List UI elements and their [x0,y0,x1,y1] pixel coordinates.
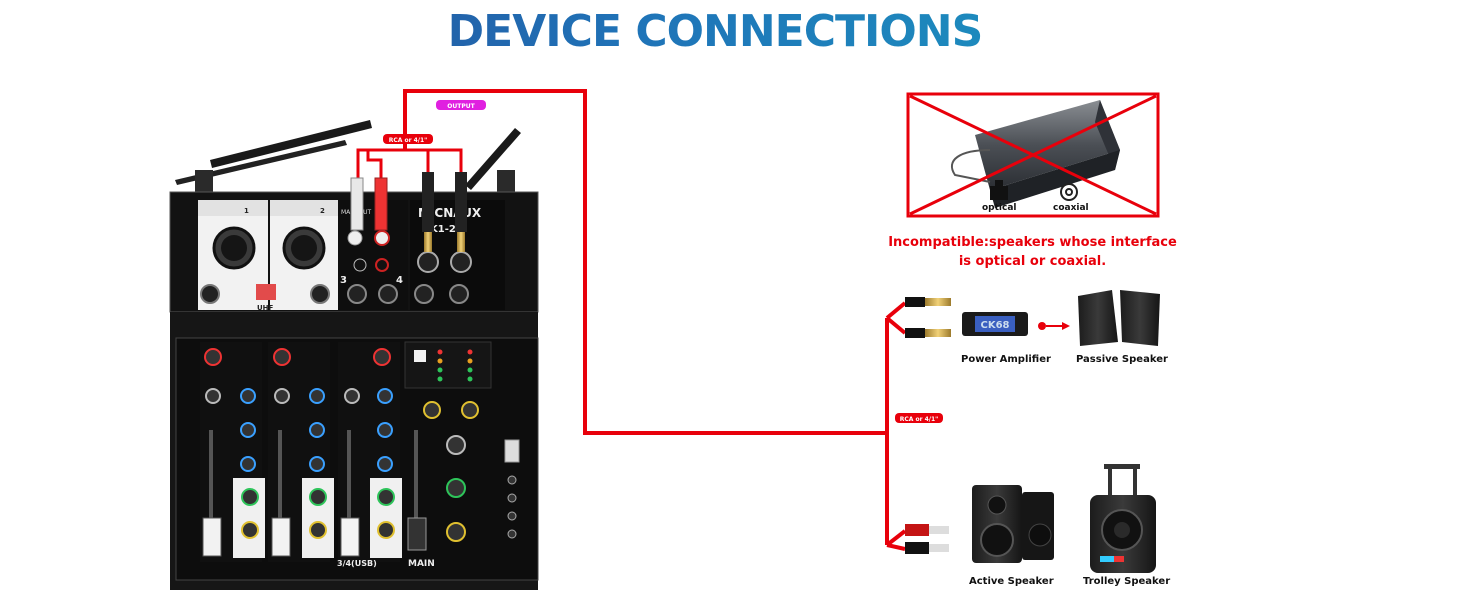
trolley-speaker-image [1090,464,1156,573]
channel-2-number: 2 [320,207,325,215]
power-amplifier-label: Power Amplifier [961,354,1051,365]
channel-3-number: 3 [340,275,347,286]
output-tag: OUTPUT [436,100,486,110]
jack-cables [356,140,463,190]
page-title: DEVICE CONNECTIONS [0,6,1430,57]
rca-tag-right-label: RCA or 4/1" [900,416,939,423]
active-speaker-label: Active Speaker [969,576,1054,587]
rca-tag-top: RCA or 4/1" [383,134,433,144]
output-tag-label: OUTPUT [447,103,475,110]
rca-tag-right: RCA or 4/1" [895,413,943,423]
channel-34-label: 3/4(USB) [337,559,377,568]
jack-plugs [422,172,467,252]
channel-strips [200,342,427,562]
passive-speaker-label: Passive Speaker [1076,354,1168,365]
audio-mixer: 1 2 UHF MAIN OUT 3 4 MICNAUX K1-2C [169,120,539,590]
main-label: MAIN [408,559,435,569]
optical-label: optical [982,203,1017,213]
antennas [175,120,521,192]
trolley-speaker-label: Trolley Speaker [1083,576,1171,587]
rca-tag-top-label: RCA or 4/1" [389,137,428,144]
active-speaker-image [972,485,1054,563]
rca-plugs [350,177,388,231]
coaxial-label: coaxial [1053,203,1089,213]
power-amplifier-image: CK68 [962,312,1028,336]
uhf-label: UHF [257,304,274,312]
incompatible-note-line-1: Incompatible:speakers whose interface [888,235,1177,250]
channel-1-number: 1 [244,207,249,215]
incompatible-note: Incompatible:speakers whose interface is… [880,233,1185,271]
jack-plug-pair [905,297,951,338]
output-cable [403,89,907,551]
svg-text:CK68: CK68 [980,320,1009,331]
channel-4-number: 4 [396,275,403,286]
model-name: K1-2C [430,224,463,235]
incompatible-devices [906,92,1160,218]
master-section [404,341,492,542]
incompatible-note-line-2: is optical or coaxial. [958,254,1107,269]
usb-controls [504,439,520,539]
passive-speaker-image [1078,290,1160,346]
rca-plug-pair [905,524,949,554]
soundbar-image [950,100,1120,208]
